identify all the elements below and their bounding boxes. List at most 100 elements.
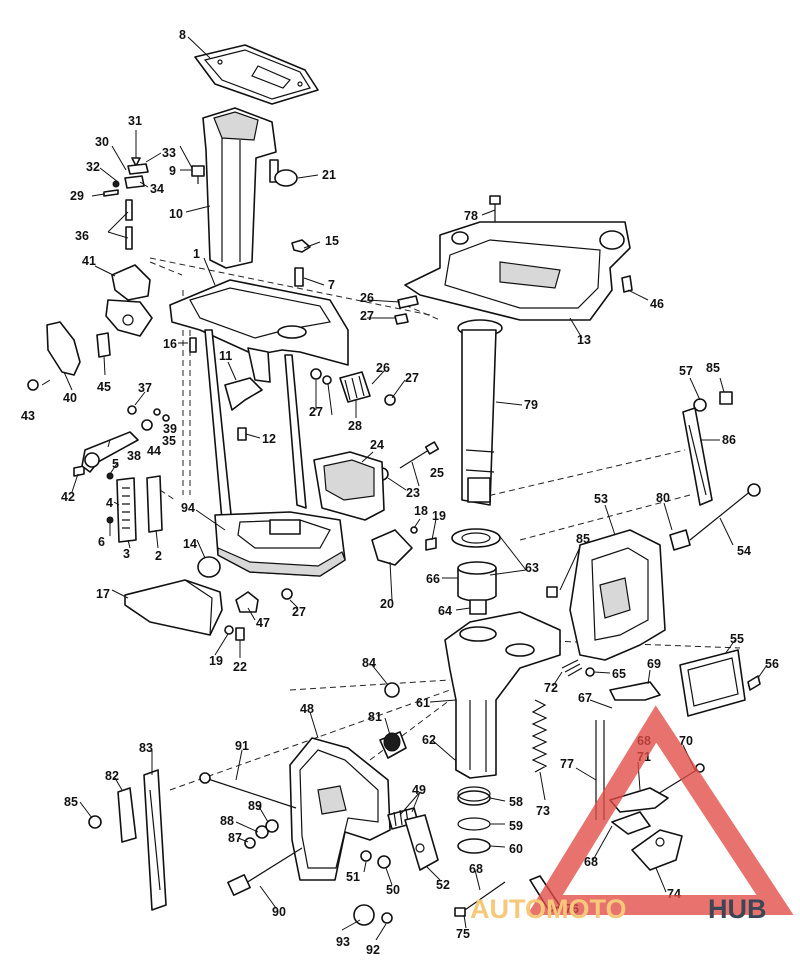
- part-81-bushing: [379, 731, 407, 759]
- part-73-spring: [531, 699, 548, 773]
- callout-64: 64: [438, 604, 452, 618]
- callout-1: 1: [193, 247, 200, 261]
- callout-80: 80: [656, 491, 670, 505]
- callout-48: 48: [300, 702, 314, 716]
- callout-94: 94: [181, 501, 195, 515]
- callout-36: 36: [75, 229, 89, 243]
- left-bracket-cluster: [46, 264, 163, 543]
- callout-58: 58: [509, 795, 523, 809]
- callout-83: 83: [139, 741, 153, 755]
- callout-92: 92: [366, 943, 380, 957]
- callout-34: 34: [150, 182, 164, 196]
- callout-87: 87: [228, 831, 242, 845]
- part-83-tilt-plate: [143, 769, 167, 911]
- callout-16: 16: [163, 337, 177, 351]
- callout-27d: 27: [292, 605, 306, 619]
- callout-39: 39: [163, 422, 177, 436]
- part-91-rod: [199, 772, 297, 809]
- callout-68c: 68: [469, 862, 483, 876]
- callout-26a: 26: [360, 291, 374, 305]
- part-53-right-clamp: [569, 529, 666, 661]
- callout-9: 9: [169, 164, 176, 178]
- callout-56: 56: [765, 657, 779, 671]
- logo-text-automoto: AUTOMOTO: [470, 894, 627, 924]
- callout-22: 22: [233, 660, 247, 674]
- callout-29: 29: [70, 189, 84, 203]
- callout-2: 2: [155, 549, 162, 563]
- callout-86: 86: [722, 433, 736, 447]
- part-10-exhaust-tube: [202, 107, 279, 269]
- callout-4: 4: [106, 496, 113, 510]
- part-94-exhaust-plate: [214, 511, 346, 577]
- small-hardware: [27, 157, 761, 926]
- callout-27c: 27: [309, 405, 323, 419]
- callout-88: 88: [220, 814, 234, 828]
- callout-17: 17: [96, 587, 110, 601]
- callout-labels: 1 2 3 4 5 6 7 8 9 10 11 12 14 15 16 17 1…: [21, 28, 779, 957]
- automotohub-watermark: AUTOMOTO HUB: [470, 705, 794, 924]
- callout-19a: 19: [432, 509, 446, 523]
- callout-24: 24: [370, 438, 384, 452]
- callout-93: 93: [336, 935, 350, 949]
- callout-18: 18: [414, 504, 428, 518]
- callout-30: 30: [95, 135, 109, 149]
- callout-21: 21: [322, 168, 336, 182]
- callout-43: 43: [21, 409, 35, 423]
- callout-81: 81: [368, 710, 382, 724]
- part-8-gasket: [194, 44, 319, 105]
- callout-32: 32: [86, 160, 100, 174]
- callout-38: 38: [127, 449, 141, 463]
- callout-10: 10: [169, 207, 183, 221]
- callout-25: 25: [430, 466, 444, 480]
- part-69-lever: [609, 681, 661, 701]
- callout-45: 45: [97, 380, 111, 394]
- callout-54: 54: [737, 544, 751, 558]
- callout-19b: 19: [209, 654, 223, 668]
- callout-27a: 27: [360, 309, 374, 323]
- callout-85a: 85: [706, 361, 720, 375]
- callout-31: 31: [128, 114, 142, 128]
- callout-85c: 85: [64, 795, 78, 809]
- part-61-swivel-housing: [444, 611, 561, 779]
- callout-61: 61: [416, 696, 430, 710]
- callout-73: 73: [536, 804, 550, 818]
- part-63-bushings: [451, 528, 501, 615]
- part-55-pad: [679, 649, 746, 717]
- callout-28: 28: [348, 419, 362, 433]
- callout-91: 91: [235, 739, 249, 753]
- callout-85b: 85: [576, 532, 590, 546]
- callout-26b: 26: [376, 361, 390, 375]
- callout-57: 57: [679, 364, 693, 378]
- part-86-tilt-plate: [682, 407, 713, 506]
- part-17-fairing: [124, 579, 223, 636]
- callout-66: 66: [426, 572, 440, 586]
- callout-44: 44: [147, 444, 161, 458]
- callout-15: 15: [325, 234, 339, 248]
- callout-40: 40: [63, 391, 77, 405]
- callout-42: 42: [61, 490, 75, 504]
- part-14-bumper: [197, 556, 221, 578]
- callout-46: 46: [650, 297, 664, 311]
- callout-75: 75: [456, 927, 470, 941]
- callout-52: 52: [436, 878, 450, 892]
- callout-14: 14: [183, 537, 197, 551]
- leader-lines: [41, 36, 768, 941]
- part-1-adapter-housing: [169, 279, 349, 525]
- callout-5: 5: [112, 457, 119, 471]
- callout-77: 77: [560, 757, 574, 771]
- callout-72: 72: [544, 681, 558, 695]
- callout-51: 51: [346, 870, 360, 884]
- callout-50: 50: [386, 883, 400, 897]
- callout-35: 35: [162, 434, 176, 448]
- callout-7: 7: [328, 278, 335, 292]
- part-90-handle: [227, 847, 303, 896]
- callout-37: 37: [138, 381, 152, 395]
- callout-13: 13: [577, 333, 591, 347]
- callout-33: 33: [162, 146, 176, 160]
- callout-67: 67: [578, 691, 592, 705]
- parts-58-59-60-rings: [457, 786, 491, 854]
- callout-89: 89: [248, 799, 262, 813]
- callout-55: 55: [730, 632, 744, 646]
- callout-59: 59: [509, 819, 523, 833]
